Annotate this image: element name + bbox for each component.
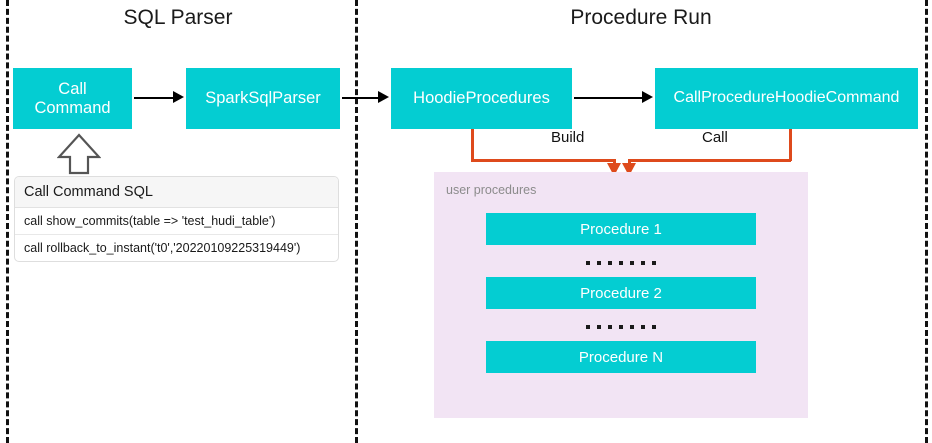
arrow-call-command-to-spark-parser xyxy=(134,97,175,99)
arrow-head-icon xyxy=(378,91,389,103)
build-connector-vertical-start xyxy=(471,129,474,161)
node-call-procedure-hoodie-command[interactable]: CallProcedureHoodieCommand xyxy=(655,68,918,129)
build-connector-vertical-end xyxy=(613,159,616,166)
sql-table-row: call rollback_to_instant('t0','202201092… xyxy=(24,241,301,255)
call-command-sql-table: Call Command SQL call show_commits(table… xyxy=(14,176,339,262)
arrow-head-icon xyxy=(642,91,653,103)
section-title-procedure-run: Procedure Run xyxy=(570,6,712,29)
node-spark-sql-parser[interactable]: SparkSqlParser xyxy=(186,68,340,129)
arrow-head-icon xyxy=(173,91,184,103)
divider-left xyxy=(6,0,9,443)
procedure-item-n[interactable]: Procedure N xyxy=(486,341,756,373)
build-connector-horizontal xyxy=(471,159,616,162)
sql-table-row: call show_commits(table => 'test_hudi_ta… xyxy=(15,208,338,235)
call-connector-horizontal xyxy=(628,159,791,162)
arrow-hoodie-procedures-to-call-command xyxy=(574,97,644,99)
build-connector-label: Build xyxy=(546,129,590,146)
procedure-item-1[interactable]: Procedure 1 xyxy=(486,213,756,245)
ellipsis-dots xyxy=(486,258,756,268)
sql-table-header: Call Command SQL xyxy=(15,177,338,208)
divider-middle xyxy=(355,0,358,443)
user-procedures-panel: user procedures Procedure 1 Procedure 2 … xyxy=(434,172,808,418)
procedure-item-2[interactable]: Procedure 2 xyxy=(486,277,756,309)
user-procedures-caption: user procedures xyxy=(446,183,537,197)
up-arrow-icon xyxy=(57,133,101,175)
node-call-command[interactable]: Call Command xyxy=(13,68,132,129)
section-title-sql-parser: SQL Parser xyxy=(123,6,233,29)
node-call-command-line2: Command xyxy=(34,98,111,117)
node-hoodie-procedures[interactable]: HoodieProcedures xyxy=(391,68,572,129)
arrow-spark-parser-to-hoodie-procedures xyxy=(342,97,380,99)
call-connector-label: Call xyxy=(697,129,733,146)
node-call-command-line1: Call xyxy=(58,79,87,98)
ellipsis-dots xyxy=(486,322,756,332)
call-connector-vertical-start xyxy=(789,129,792,161)
divider-right xyxy=(925,0,928,443)
call-connector-vertical-end xyxy=(628,159,631,166)
node-call-command-label: Call Command xyxy=(34,80,110,118)
